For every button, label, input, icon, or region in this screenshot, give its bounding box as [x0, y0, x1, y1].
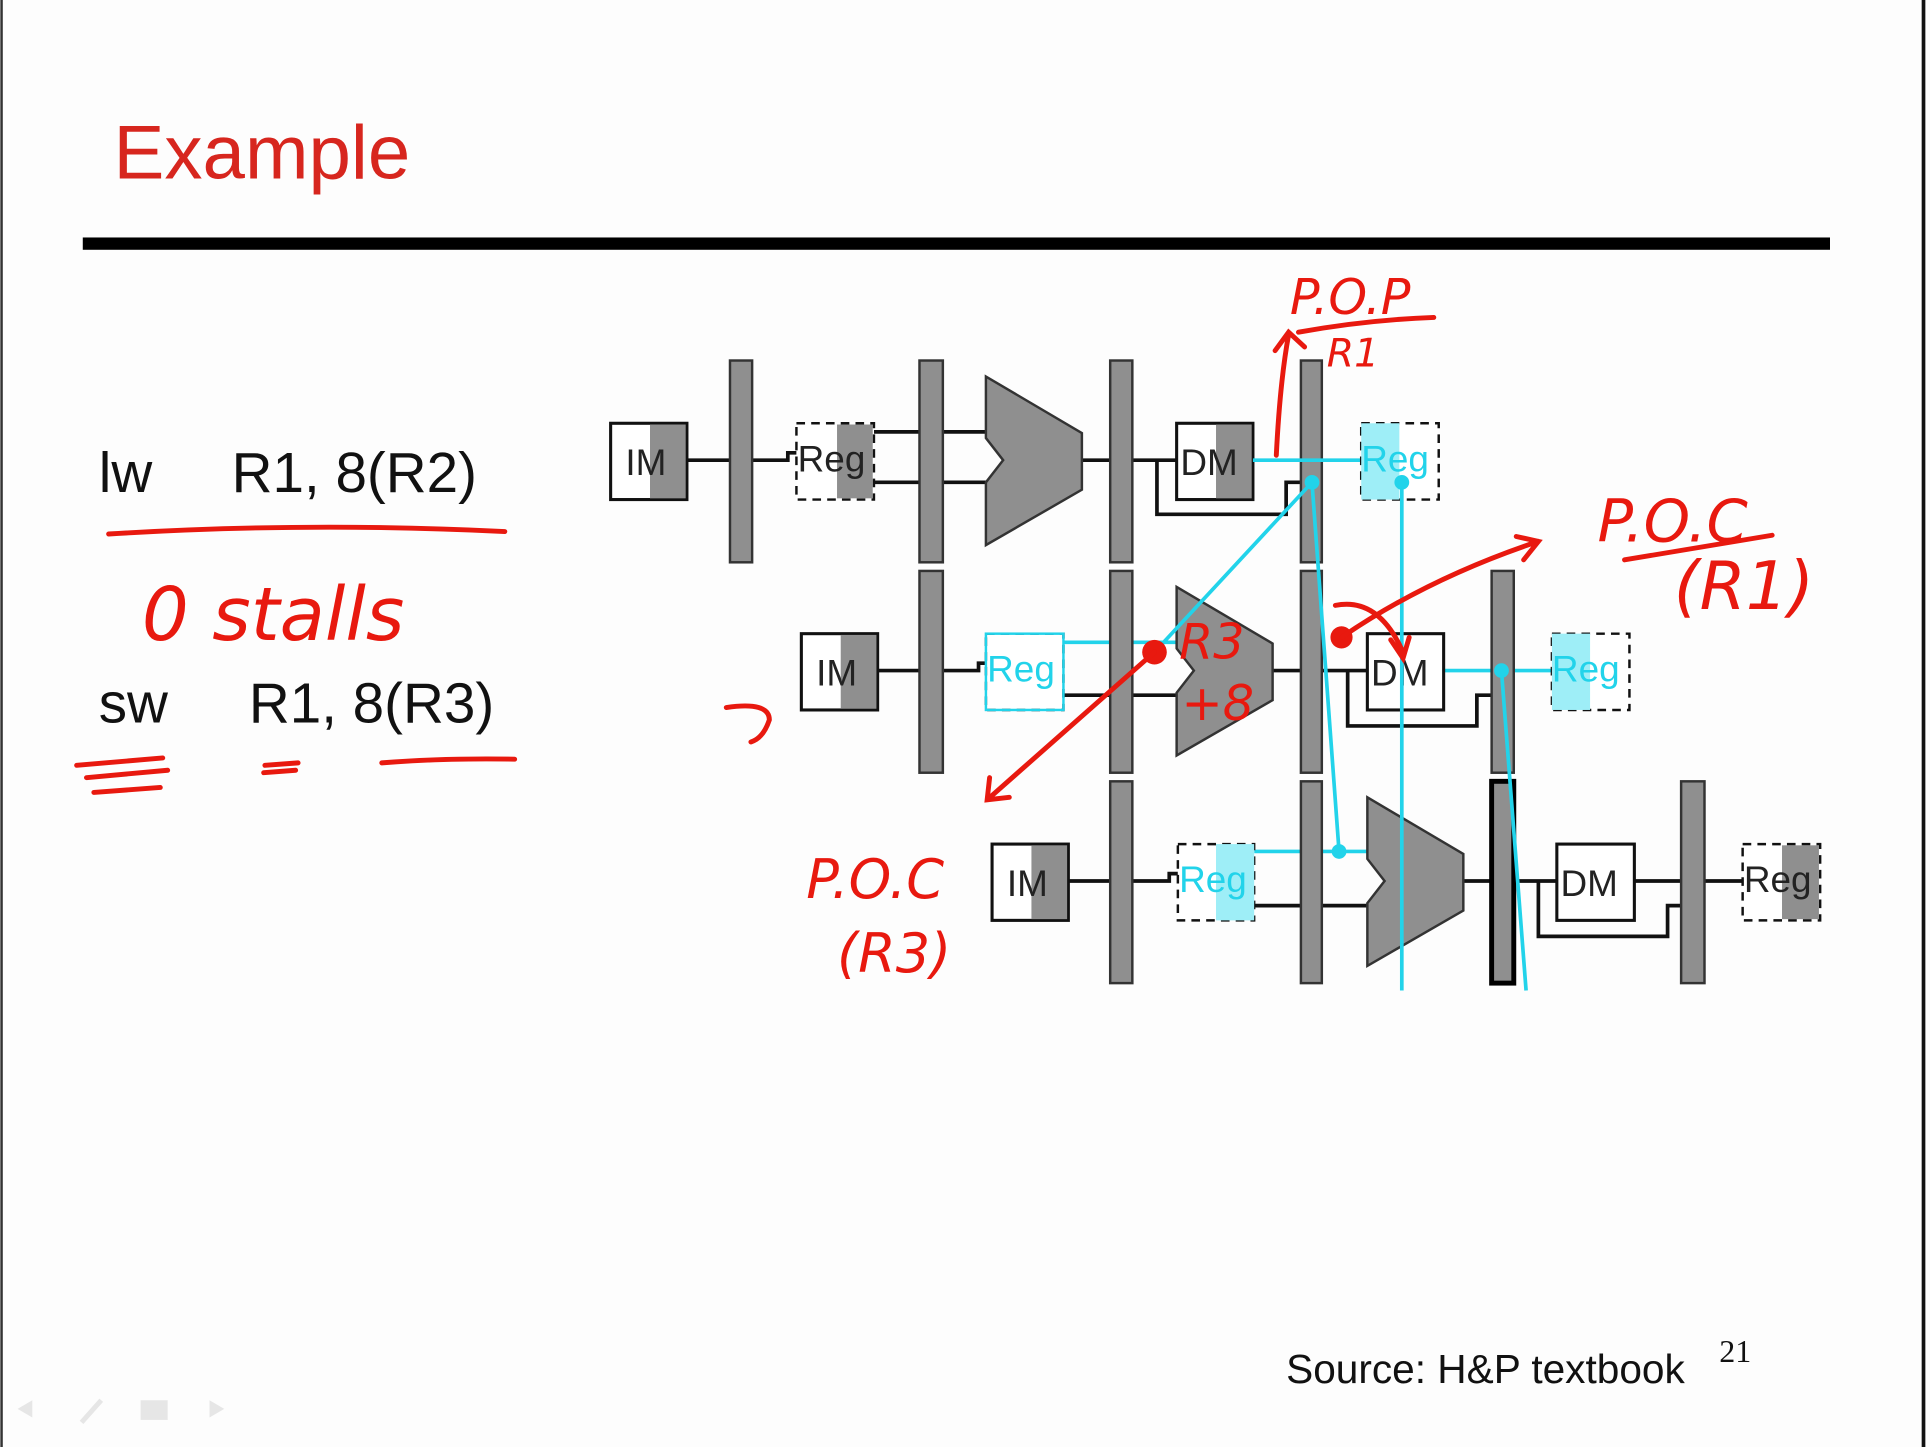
pipeline-row-sw: IM Reg DM Reg: [799, 569, 1631, 774]
slideshow-controls: [17, 1398, 225, 1425]
forwarding-paths: [1153, 474, 1528, 991]
reg-label: Reg: [1552, 649, 1620, 690]
instruction-sw-op: sw: [99, 671, 169, 734]
alu-offset-note: +8: [1182, 674, 1255, 732]
reg-label: Reg: [798, 438, 866, 479]
dm-label: DM: [1561, 863, 1618, 904]
pipeline-row-next: IM Reg DM Reg: [990, 778, 1822, 986]
im-label: IM: [625, 442, 666, 483]
dm-box: [1555, 842, 1636, 922]
pop-r1-note: R1: [1327, 331, 1379, 377]
dm-label: DM: [1180, 442, 1237, 483]
previous-slide-icon[interactable]: [17, 1400, 33, 1418]
im-label: IM: [1007, 863, 1048, 904]
dm-label: DM: [1371, 652, 1428, 693]
reg-label: Reg: [1744, 859, 1812, 900]
slide-title: Example: [114, 110, 411, 195]
instruction-lw-op: lw: [99, 441, 154, 504]
alu-r3-note: R3: [1179, 612, 1245, 670]
reg-label: Reg: [1361, 438, 1429, 479]
poc-r1-reg-note: (R1): [1674, 547, 1814, 625]
source-citation: Source: H&P textbook: [1286, 1346, 1685, 1392]
alu: [1175, 584, 1274, 758]
pipeline-diagram: IM Reg DM Reg IM Reg: [609, 359, 1822, 991]
poc-r3-reg-note: (R3): [837, 922, 951, 985]
poc-r3-note: P.O.C: [806, 848, 944, 911]
pen-icon[interactable]: [79, 1398, 104, 1425]
page-number: 21: [1719, 1333, 1751, 1369]
im-label: IM: [816, 652, 857, 693]
pop-note: P.O.P: [1290, 268, 1411, 326]
reg-label: Reg: [987, 649, 1055, 690]
alu: [984, 374, 1084, 548]
instruction-lw-args: R1, 8(R2): [232, 441, 477, 504]
stalls-note: 0 stalls: [142, 572, 405, 658]
handwritten-annotations: 0 stalls P.O.P R1 P.O.C (R1) R3 +8 P.O.C…: [74, 268, 1814, 985]
next-slide-icon[interactable]: [209, 1400, 225, 1418]
instruction-sw-args: R1, 8(R3): [249, 671, 494, 734]
menu-icon[interactable]: [140, 1400, 168, 1420]
title-rule: [82, 237, 1831, 250]
pipeline-row-lw: IM Reg DM Reg: [609, 359, 1440, 564]
alu: [1366, 795, 1465, 969]
reg-label: Reg: [1179, 859, 1247, 900]
